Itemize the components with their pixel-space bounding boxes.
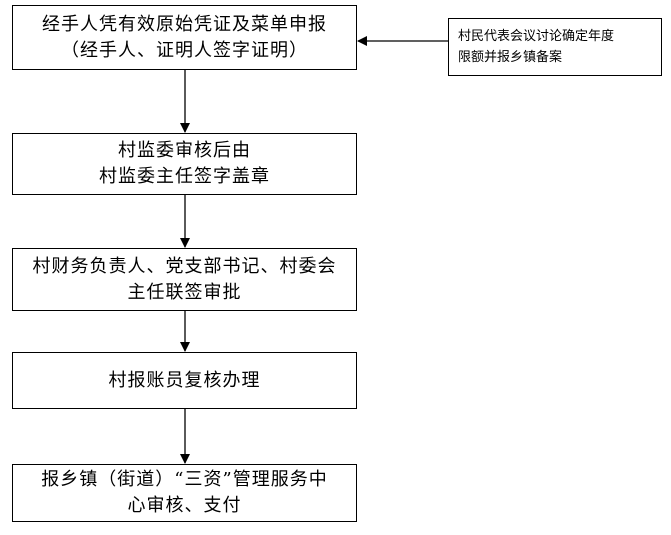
step-1-text: 经手人凭有效原始凭证及菜单申报 （经手人、证明人签字证明） <box>42 13 327 61</box>
side-note-text: 村民代表会议讨论确定年度 限额并报乡镇备案 <box>458 29 615 65</box>
step-2-box: 村监委审核后由 村监委主任签字盖章 <box>12 133 357 195</box>
step-5-text: 报乡镇（街道）“三资”管理服务中 心审核、支付 <box>41 469 328 516</box>
step-5-box: 报乡镇（街道）“三资”管理服务中 心审核、支付 <box>12 464 357 522</box>
step-2-text: 村监委审核后由 村监委主任签字盖章 <box>99 140 270 187</box>
step-3-text: 村财务负责人、党支部书记、村委会 主任联签审批 <box>32 255 337 303</box>
step-4-box: 村报账员复核办理 <box>12 352 357 409</box>
side-note-box: 村民代表会议讨论确定年度 限额并报乡镇备案 <box>448 18 662 76</box>
step-3-box: 村财务负责人、党支部书记、村委会 主任联签审批 <box>12 248 357 311</box>
step-4-text: 村报账员复核办理 <box>108 369 261 391</box>
step-1-box: 经手人凭有效原始凭证及菜单申报 （经手人、证明人签字证明） <box>12 5 357 70</box>
